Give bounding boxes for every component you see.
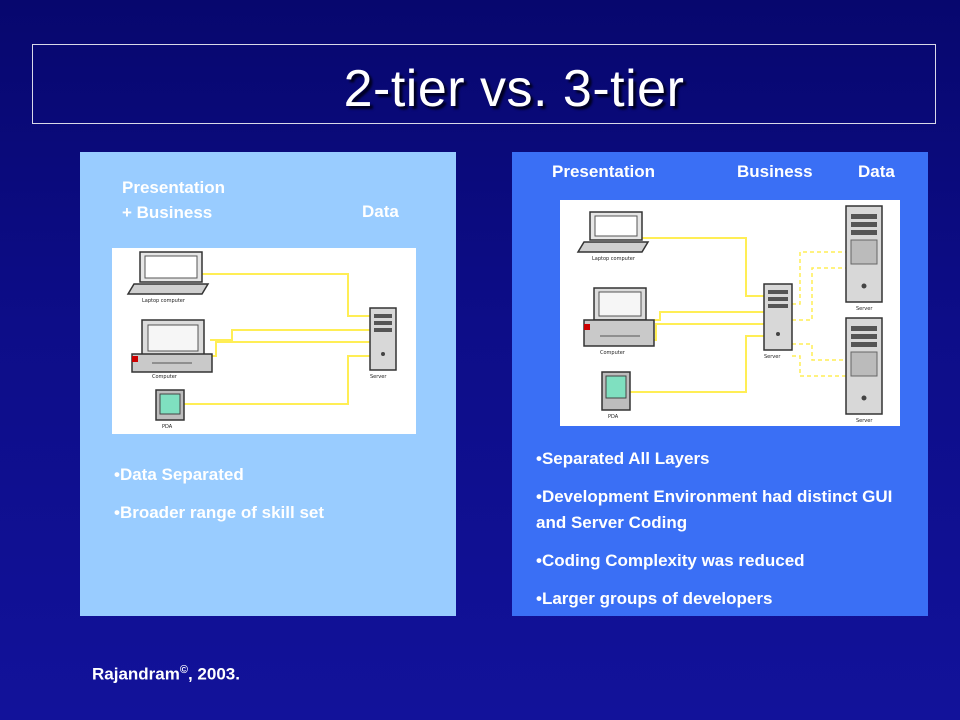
computer-caption: Computer bbox=[152, 374, 178, 380]
three-tier-bullet-list: Separated All Layers Development Environ… bbox=[536, 446, 906, 624]
pda-caption: PDA bbox=[162, 424, 173, 430]
slide-title: 2-tier vs. 3-tier bbox=[343, 60, 685, 118]
list-item: Development Environment had distinct GUI… bbox=[536, 484, 906, 536]
server-caption: Server bbox=[370, 374, 387, 380]
footer-credit: Rajandram©, 2003. bbox=[92, 664, 240, 685]
three-tier-diagram-svg: Laptop computer Computer PDA bbox=[576, 205, 883, 424]
two-tier-connectors bbox=[184, 273, 370, 405]
business-server-icon: Server bbox=[763, 283, 793, 360]
two-tier-data-label: Data bbox=[362, 202, 399, 221]
footer-year: , 2003. bbox=[187, 664, 240, 684]
copyright-symbol: © bbox=[179, 664, 188, 676]
laptop-caption: Laptop computer bbox=[142, 298, 186, 304]
two-tier-diagram-svg: Laptop computer Computer PDA bbox=[126, 251, 397, 430]
three-tier-data-label: Data bbox=[858, 162, 895, 181]
data-server-top-icon: Server bbox=[845, 205, 883, 312]
list-item: Data Separated bbox=[114, 462, 324, 488]
list-item: Coding Complexity was reduced bbox=[536, 548, 906, 574]
pda-icon: PDA bbox=[155, 389, 185, 430]
three-tier-client-connectors bbox=[630, 237, 764, 393]
pda-caption: PDA bbox=[608, 414, 619, 420]
desktop-computer-icon: Computer bbox=[131, 319, 213, 380]
three-tier-data-connectors bbox=[792, 251, 846, 377]
list-item: Larger groups of developers bbox=[536, 586, 906, 612]
title-frame: 2-tier vs. 3-tier bbox=[32, 44, 936, 124]
three-tier-presentation-label: Presentation bbox=[552, 162, 655, 181]
footer-author: Rajandram bbox=[92, 664, 180, 684]
laptop-icon: Laptop computer bbox=[576, 211, 650, 262]
server-icon: Server bbox=[369, 307, 397, 380]
business-server-caption: Server bbox=[764, 354, 781, 360]
two-tier-panel: Presentation + Business Data Laptop comp… bbox=[80, 152, 456, 616]
two-tier-bullet-list: Data Separated Broader range of skill se… bbox=[114, 462, 324, 538]
three-tier-business-label: Business bbox=[737, 162, 813, 181]
data-server-bottom-caption: Server bbox=[856, 418, 873, 424]
computer-caption: Computer bbox=[600, 350, 626, 356]
two-tier-presentation-label: Presentation bbox=[122, 178, 225, 197]
laptop-caption: Laptop computer bbox=[592, 256, 636, 262]
list-item: Separated All Layers bbox=[536, 446, 906, 472]
three-tier-diagram: Laptop computer Computer PDA bbox=[560, 200, 900, 426]
list-item: Broader range of skill set bbox=[114, 500, 324, 526]
pda-icon: PDA bbox=[601, 371, 631, 420]
three-tier-panel: Presentation Business Data bbox=[512, 152, 928, 616]
data-server-top-caption: Server bbox=[856, 306, 873, 312]
data-server-bottom-icon: Server bbox=[845, 317, 883, 424]
desktop-computer-icon: Computer bbox=[583, 287, 655, 356]
two-tier-business-label: + Business bbox=[122, 203, 213, 222]
two-tier-diagram: Laptop computer Computer PDA bbox=[112, 248, 416, 434]
laptop-icon: Laptop computer bbox=[126, 251, 210, 304]
